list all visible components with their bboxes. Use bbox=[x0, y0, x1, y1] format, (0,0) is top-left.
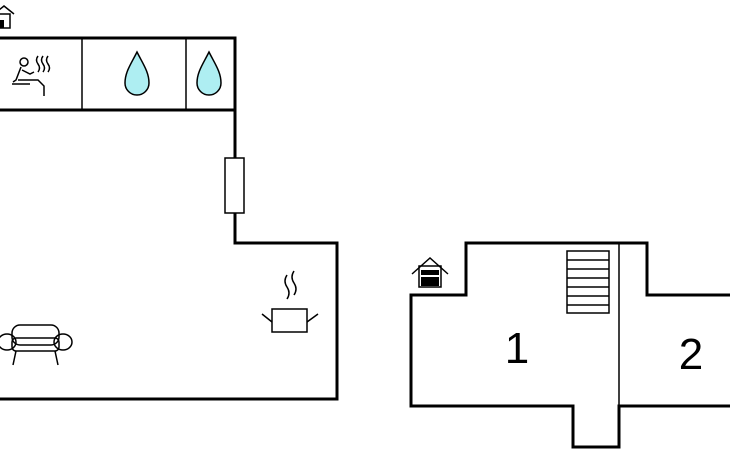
upper-entrance-icon bbox=[411, 256, 449, 288]
sauna-icon bbox=[12, 55, 51, 96]
house-entrance-icon bbox=[0, 5, 15, 29]
upper-floor: 1 2 bbox=[409, 241, 730, 449]
sofa-icon bbox=[0, 324, 73, 366]
wall-window bbox=[224, 157, 245, 214]
ground-floor-walls-lower bbox=[0, 213, 339, 401]
staircase-icon bbox=[566, 250, 610, 314]
ground-floor bbox=[0, 5, 339, 401]
room-label-2: 2 bbox=[679, 330, 703, 379]
shower-drop-icon bbox=[124, 50, 150, 96]
room-label-1: 1 bbox=[505, 324, 529, 373]
toilet-drop-icon bbox=[196, 50, 222, 96]
kitchen-pot-icon bbox=[261, 270, 319, 333]
ground-floor-walls bbox=[0, 36, 237, 158]
upper-floor-walls bbox=[409, 241, 730, 449]
